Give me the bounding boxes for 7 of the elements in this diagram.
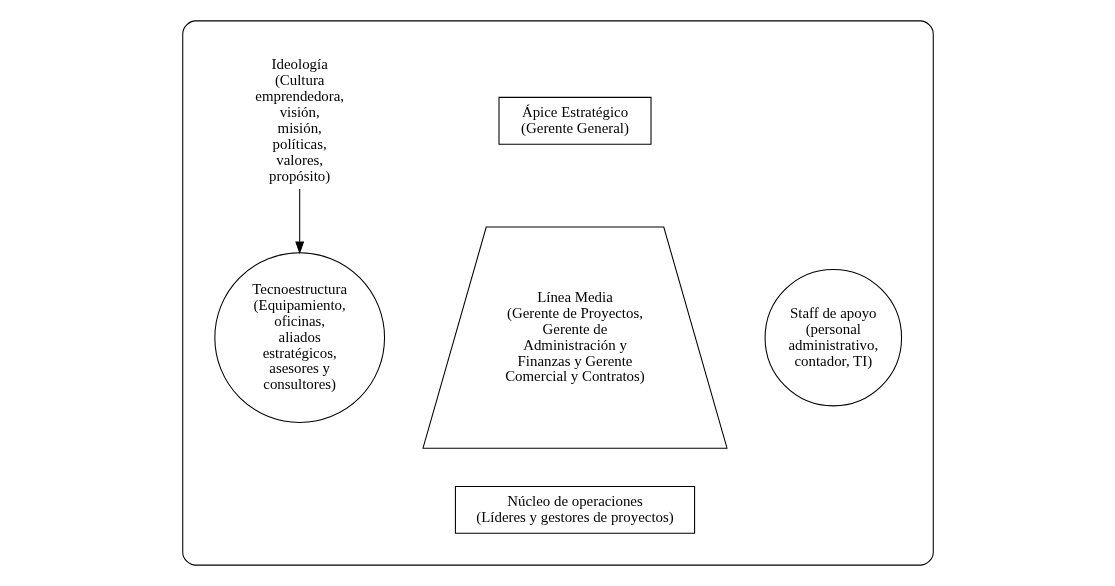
- node-box: Núcleo de operaciones (Líderes y gestores de proyectos): [454, 485, 695, 534]
- node-box: Ápice Estratégico (Gerente General): [497, 96, 652, 145]
- node-circle: Staff de apoyo (personal administrativo, contador, TI): [764, 268, 902, 407]
- node-circle: Tecnoestructura (Equipamiento, oficinas, aliados estratégicos, asesores y consultores): [213, 252, 385, 423]
- cluster: [181, 20, 934, 566]
- node-text: Ideología (Cultura emprendedora, visión, misión, políticas, valores, propósito): [254, 55, 344, 184]
- arrow: [294, 188, 304, 255]
